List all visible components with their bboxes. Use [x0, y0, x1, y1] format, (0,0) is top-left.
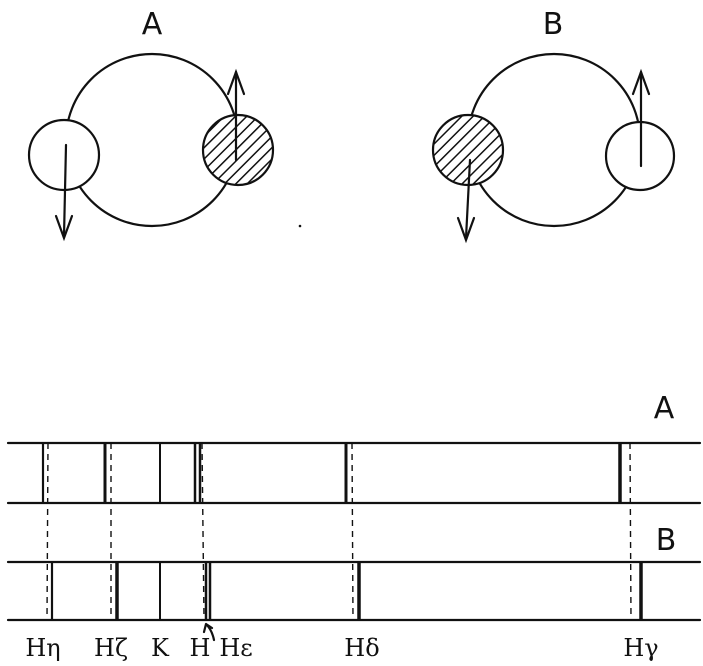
orbit-label-a: A: [142, 7, 163, 42]
velocity-arrow-down-a: [54, 143, 74, 242]
spectrum-strip-b: [6, 560, 702, 622]
orbit-diagram-a: A: [27, 7, 275, 242]
stray-dot: [298, 224, 302, 228]
label-k: K: [151, 634, 170, 662]
label-h-delta: Hδ: [344, 634, 379, 662]
dark-star-a: [201, 113, 275, 187]
label-h-gamma: Hγ: [623, 634, 658, 662]
label-h-zeta: Hζ: [94, 634, 128, 662]
guide-h-gamma: [629, 442, 632, 621]
spectra-panel: A B: [6, 391, 702, 662]
dark-star-b: [431, 113, 505, 187]
orbit-diagram-b: B: [431, 7, 676, 244]
spectrum-a-lines: [41, 443, 622, 503]
light-star-a: [27, 118, 101, 192]
rest-wavelength-guides: [46, 442, 632, 621]
velocity-arrow-up-b: [631, 68, 651, 168]
spectrum-b-lines: [50, 562, 643, 620]
velocity-arrow-up-a: [226, 68, 246, 162]
guide-h-delta: [351, 442, 354, 621]
spectrum-label-b: B: [656, 523, 677, 558]
label-h-epsilon: Hε: [219, 634, 252, 662]
orbit-label-b: B: [543, 7, 564, 42]
h-epsilon-pointer: [202, 622, 216, 642]
guide-h: [201, 442, 205, 621]
spectrum-label-a: A: [654, 391, 675, 426]
spectrum-strip-a: [6, 441, 702, 505]
label-h-eta: Hη: [25, 634, 60, 662]
spectral-line-labels: Hη Hζ K H Hε Hδ Hγ: [25, 634, 658, 662]
velocity-arrow-down-b: [456, 158, 476, 244]
guide-h-eta: [46, 442, 49, 621]
label-h: H: [190, 634, 211, 662]
